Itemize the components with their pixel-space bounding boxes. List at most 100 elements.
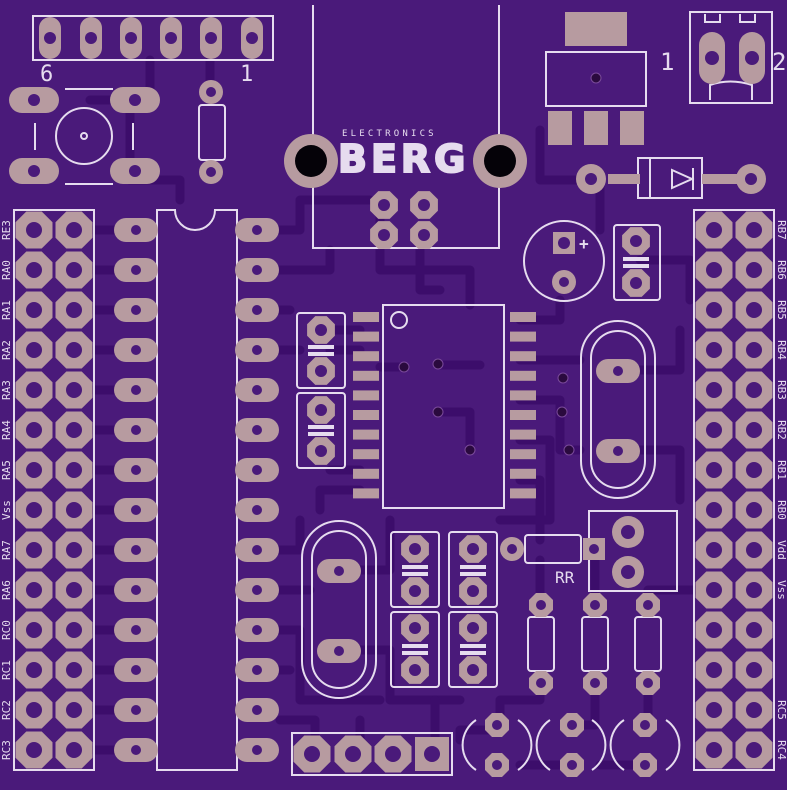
usb-pin-2 xyxy=(410,191,438,219)
dip-pin-left-9 xyxy=(114,538,158,562)
left-header-pin-a-9 xyxy=(15,531,53,569)
crystal-left-pad-1 xyxy=(317,559,361,583)
cap-c6-plates xyxy=(402,644,428,655)
dip-pin-left-7 xyxy=(114,458,158,482)
soic-pin-left-1 xyxy=(353,312,379,322)
dip-pin-right-1 xyxy=(235,218,279,242)
right-header-pin-b-7 xyxy=(735,451,773,489)
via-4 xyxy=(464,444,476,456)
left-pin-label-9: RA7 xyxy=(0,540,13,560)
soic-pin-right-9 xyxy=(510,468,536,479)
resistor-r2-pad-2 xyxy=(583,671,607,695)
top-header-pad-1 xyxy=(39,17,61,59)
crystal-top-outline xyxy=(198,104,226,161)
dip-pin-right-11 xyxy=(235,618,279,642)
left-header-pin-a-2 xyxy=(15,251,53,289)
right-pin-label-6: RB2 xyxy=(775,420,787,440)
dip-pin-left-11 xyxy=(114,618,158,642)
cap-c7-outline xyxy=(448,611,498,688)
dip-pin-right-9 xyxy=(235,538,279,562)
top-header-pad-5 xyxy=(200,17,222,59)
dip-pin-right-3 xyxy=(235,298,279,322)
via-6 xyxy=(556,406,568,418)
left-pin-label-11: RC0 xyxy=(0,620,13,640)
power-jack-outline xyxy=(689,11,773,104)
button-pad-3 xyxy=(9,158,59,184)
right-header-pin-a-2 xyxy=(695,251,733,289)
right-header-pin-b-3 xyxy=(735,291,773,329)
left-header-pin-a-3 xyxy=(15,291,53,329)
usb-pin-1 xyxy=(370,191,398,219)
right-pin-label-3: RB5 xyxy=(775,300,787,320)
led-2-outline xyxy=(535,719,607,771)
soic-pin-right-5 xyxy=(510,390,536,401)
cap-c4-pad-1 xyxy=(401,535,429,563)
left-header-pin-b-14 xyxy=(55,731,93,769)
power-jack-label-left: 1 xyxy=(660,48,674,76)
right-header-pin-b-14 xyxy=(735,731,773,769)
dip-pin-left-8 xyxy=(114,498,158,522)
led-3-outline xyxy=(609,719,681,771)
cap-c6-pad-1 xyxy=(401,614,429,642)
cap-c7-pad-1 xyxy=(459,614,487,642)
soic-pin-right-10 xyxy=(510,488,536,499)
left-pin-label-6: RA4 xyxy=(0,420,13,440)
crystal-top-pad-2 xyxy=(199,160,223,184)
soic-pin-right-3 xyxy=(510,351,536,362)
copper-pads xyxy=(9,12,773,777)
right-header-pin-b-1 xyxy=(735,211,773,249)
soic-pin-left-7 xyxy=(353,429,379,440)
usb-pin-3 xyxy=(370,221,398,249)
dip-pin-right-14 xyxy=(235,738,279,762)
right-pin-label-8: RB0 xyxy=(775,500,787,520)
right-header-pin-a-1 xyxy=(695,211,733,249)
cap-c4-outline xyxy=(390,531,440,608)
bottom-header-outline xyxy=(291,732,453,776)
resistor-r1-pad-1 xyxy=(529,593,553,617)
soic-pin-right-6 xyxy=(510,410,536,420)
dip-pin-right-6 xyxy=(235,418,279,442)
left-header-pin-a-13 xyxy=(15,691,53,729)
soic-pin-right-4 xyxy=(510,370,536,381)
right-header-pin-b-9 xyxy=(735,531,773,569)
dip-pin-left-10 xyxy=(114,578,158,602)
dip-pin-right-4 xyxy=(235,338,279,362)
resistor-rr-pad-1 xyxy=(500,537,524,561)
cap-c3-pad-2 xyxy=(307,437,335,465)
right-header-pin-b-5 xyxy=(735,371,773,409)
right-header-pin-a-11 xyxy=(695,611,733,649)
cap-c3-plates xyxy=(308,425,334,436)
regulator-via xyxy=(590,72,602,84)
soic-pin-left-8 xyxy=(353,449,379,460)
left-pin-label-1: RE3 xyxy=(0,220,13,240)
cap-c7-pad-2 xyxy=(459,656,487,684)
left-pin-label-10: RA6 xyxy=(0,580,13,600)
left-pin-label-12: RC1 xyxy=(0,660,13,680)
crystal-left-outline xyxy=(301,520,377,699)
left-header-pin-a-8 xyxy=(15,491,53,529)
right-header-pin-b-8 xyxy=(735,491,773,529)
left-header-pin-b-4 xyxy=(55,331,93,369)
led-3-pad-2 xyxy=(633,753,657,777)
left-pin-label-14: RC3 xyxy=(0,740,13,760)
soic-pin-left-10 xyxy=(353,488,379,499)
logo-brand: BERG xyxy=(338,137,469,181)
resistor-r3-pad-1 xyxy=(636,593,660,617)
bottom-header-pin-4 xyxy=(415,737,449,771)
led-1-pad-2 xyxy=(485,753,509,777)
logo-subtitle: ELECTRONICS xyxy=(342,129,437,139)
diode-lead-left xyxy=(608,174,640,184)
left-header-pin-b-1 xyxy=(55,211,93,249)
left-header-pin-b-3 xyxy=(55,291,93,329)
cap-c3-outline xyxy=(296,392,346,469)
regulator-outline xyxy=(545,51,647,107)
button-pad-4 xyxy=(110,158,160,184)
dip-pin-right-2 xyxy=(235,258,279,282)
resistor-rr-outline xyxy=(524,534,582,564)
right-header-pin-a-8 xyxy=(695,491,733,529)
via-3 xyxy=(432,406,444,418)
via-1 xyxy=(398,361,410,373)
right-pin-label-4: RB4 xyxy=(775,340,787,360)
right-pin-label-14: RC4 xyxy=(775,740,787,760)
right-header-pin-b-13 xyxy=(735,691,773,729)
